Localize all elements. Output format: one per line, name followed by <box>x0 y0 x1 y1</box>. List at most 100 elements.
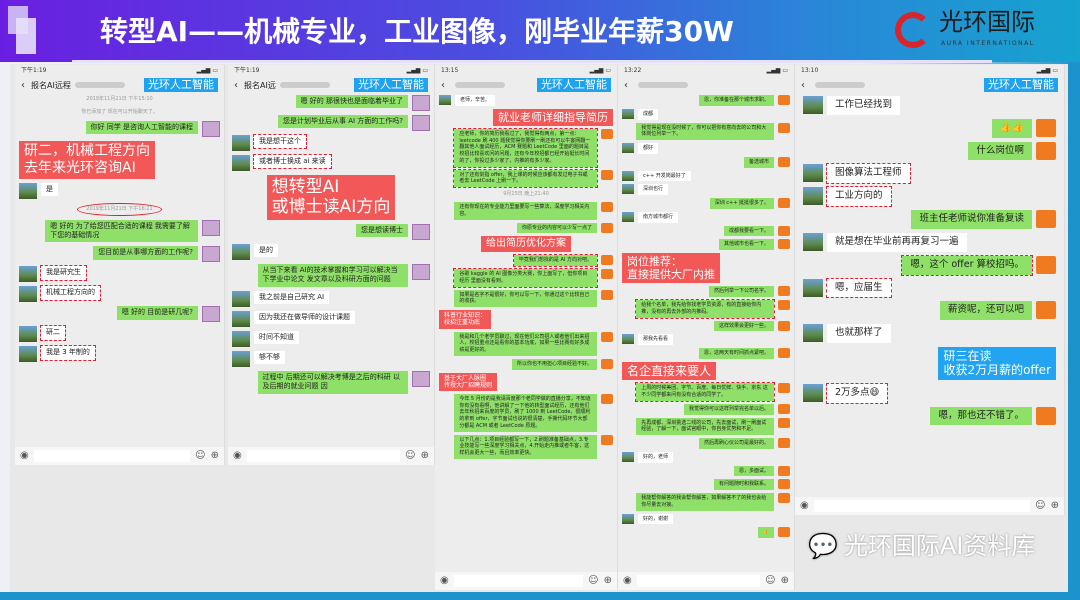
message-input[interactable] <box>636 575 761 587</box>
avatar[interactable] <box>778 383 790 394</box>
emoji-icon[interactable]: ☺ <box>588 575 599 586</box>
avatar[interactable] <box>601 255 613 266</box>
avatar[interactable] <box>622 334 634 345</box>
avatar[interactable] <box>601 358 613 369</box>
avatar[interactable] <box>412 370 430 387</box>
avatar[interactable] <box>803 278 823 297</box>
avatar[interactable] <box>622 143 634 153</box>
avatar[interactable] <box>1036 255 1056 274</box>
avatar[interactable] <box>778 493 790 504</box>
avatar[interactable] <box>778 348 790 359</box>
avatar[interactable] <box>803 324 823 343</box>
avatar[interactable] <box>778 403 790 414</box>
avatar[interactable] <box>778 479 790 490</box>
avatar[interactable] <box>232 350 250 367</box>
message-input[interactable] <box>33 450 191 462</box>
message-bubble: 备选城市 <box>743 156 774 168</box>
avatar[interactable] <box>622 170 634 181</box>
back-arrow-icon[interactable]: ‹ <box>234 79 238 91</box>
avatar[interactable] <box>778 286 790 297</box>
plus-icon[interactable]: ⊕ <box>210 450 219 461</box>
plus-icon[interactable]: ⊕ <box>780 575 789 586</box>
avatar[interactable] <box>778 198 790 208</box>
avatar[interactable] <box>202 121 220 137</box>
avatar[interactable] <box>232 155 250 171</box>
avatar[interactable] <box>412 95 430 111</box>
avatar[interactable] <box>778 156 790 167</box>
emoji-icon[interactable]: ☺ <box>1035 500 1046 511</box>
avatar[interactable] <box>778 300 790 311</box>
back-arrow-icon[interactable]: ‹ <box>801 79 805 91</box>
avatar[interactable] <box>202 306 220 323</box>
message-input[interactable] <box>246 450 401 462</box>
avatar[interactable] <box>601 434 613 445</box>
avatar[interactable] <box>19 286 37 303</box>
avatar[interactable] <box>601 331 613 342</box>
avatar[interactable] <box>1036 406 1056 425</box>
avatar[interactable] <box>1036 210 1056 229</box>
avatar[interactable] <box>778 417 790 428</box>
avatar[interactable] <box>601 289 613 300</box>
avatar[interactable] <box>778 320 790 331</box>
emoji-icon[interactable]: ☺ <box>405 450 416 461</box>
avatar[interactable] <box>232 135 250 151</box>
avatar[interactable] <box>601 202 613 213</box>
message-row: 够不够 <box>232 350 430 367</box>
voice-icon[interactable]: ◉ <box>800 500 809 511</box>
avatar[interactable] <box>778 527 790 538</box>
avatar[interactable] <box>19 346 37 363</box>
avatar[interactable] <box>622 513 634 524</box>
avatar[interactable] <box>778 438 790 449</box>
voice-icon[interactable]: ◉ <box>623 575 632 586</box>
avatar[interactable] <box>412 223 430 240</box>
plus-icon[interactable]: ⊕ <box>1050 500 1059 511</box>
avatar[interactable] <box>1036 301 1056 320</box>
back-arrow-icon[interactable]: ‹ <box>624 79 628 91</box>
avatar[interactable] <box>601 222 613 233</box>
avatar[interactable] <box>778 122 790 133</box>
avatar[interactable] <box>601 393 613 404</box>
message-bubble: 工作已经找到 <box>827 96 901 115</box>
avatar[interactable] <box>19 266 37 283</box>
avatar[interactable] <box>778 225 790 236</box>
message-input[interactable] <box>453 575 584 587</box>
avatar[interactable] <box>232 290 250 307</box>
voice-icon[interactable]: ◉ <box>440 575 449 586</box>
emoji-icon[interactable]: ☺ <box>765 575 776 586</box>
avatar[interactable] <box>439 95 451 105</box>
avatar[interactable] <box>803 96 823 114</box>
back-arrow-icon[interactable]: ‹ <box>21 79 25 91</box>
avatar[interactable] <box>778 95 790 105</box>
avatar[interactable] <box>412 263 430 280</box>
avatar[interactable] <box>803 383 823 402</box>
avatar[interactable] <box>622 108 634 119</box>
voice-icon[interactable]: ◉ <box>20 450 29 461</box>
back-arrow-icon[interactable]: ‹ <box>441 79 445 91</box>
avatar[interactable] <box>778 239 790 250</box>
voice-icon[interactable]: ◉ <box>233 450 242 461</box>
avatar[interactable] <box>19 326 37 343</box>
avatar[interactable] <box>803 232 823 251</box>
avatar[interactable] <box>601 169 613 180</box>
avatar[interactable] <box>1036 141 1056 160</box>
avatar[interactable] <box>601 128 613 139</box>
avatar[interactable] <box>202 219 220 236</box>
avatar[interactable] <box>622 184 634 195</box>
plus-icon[interactable]: ⊕ <box>603 575 612 586</box>
avatar[interactable] <box>601 269 613 280</box>
avatar[interactable] <box>232 310 250 327</box>
avatar[interactable] <box>778 465 790 476</box>
avatar[interactable] <box>19 182 37 199</box>
avatar[interactable] <box>622 211 634 222</box>
avatar[interactable] <box>622 451 634 462</box>
avatar[interactable] <box>232 243 250 260</box>
avatar[interactable] <box>202 246 220 263</box>
emoji-icon[interactable]: ☺ <box>195 450 206 461</box>
avatar[interactable] <box>803 187 823 206</box>
avatar[interactable] <box>232 330 250 347</box>
plus-icon[interactable]: ⊕ <box>420 450 429 461</box>
avatar[interactable] <box>1036 118 1056 137</box>
avatar[interactable] <box>412 115 430 131</box>
avatar[interactable] <box>803 164 823 183</box>
message-input[interactable] <box>813 500 1031 512</box>
